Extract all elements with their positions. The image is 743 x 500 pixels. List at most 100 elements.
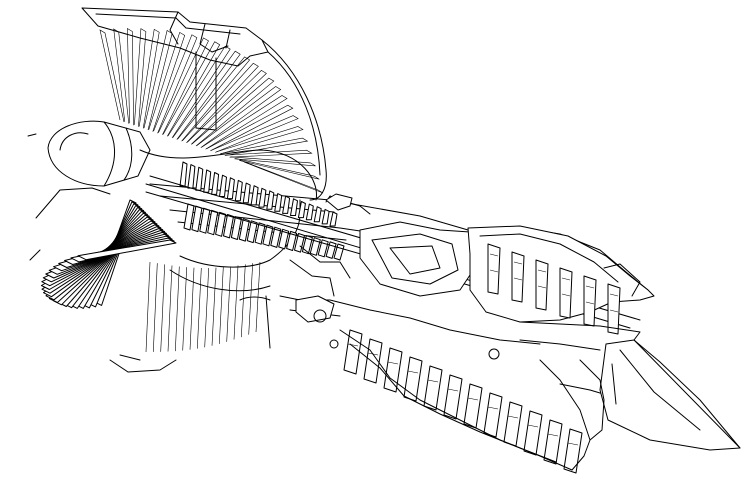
compressor-blade — [226, 177, 235, 200]
high-pressure-compressor — [179, 161, 345, 261]
exhaust-cone — [599, 339, 741, 451]
lower-turbine-stages — [343, 329, 583, 474]
turbine-detail — [489, 269, 499, 273]
compressor-blade — [294, 233, 305, 253]
compressor-blade — [211, 172, 220, 195]
turbine-detail — [609, 309, 619, 313]
compressor-blade — [301, 235, 313, 255]
compressor-blade — [278, 228, 290, 250]
outlet-vane — [211, 267, 217, 346]
fan-blade — [167, 45, 231, 139]
fan-blade — [220, 137, 309, 156]
fan-blade — [177, 56, 251, 142]
compressor-blade — [270, 226, 282, 248]
compressor-blade — [215, 211, 227, 237]
lower-stage-detail — [527, 424, 539, 428]
lower-stage-detail — [387, 361, 399, 365]
fan-blade — [153, 34, 198, 134]
fan-blade — [239, 159, 324, 194]
compressor-blade — [187, 164, 196, 189]
turbine-detail — [537, 285, 547, 289]
spinner — [27, 120, 151, 187]
compressor-blade — [297, 201, 306, 219]
fan-blade — [182, 62, 259, 144]
fan-lower-outline — [29, 187, 177, 373]
low-pressure-turbine — [487, 243, 621, 335]
outlet-vane — [233, 265, 239, 340]
lower-core — [279, 295, 541, 360]
fan-blade — [138, 28, 160, 129]
outlet-vane — [219, 267, 224, 344]
fan-blade — [206, 104, 294, 152]
compressor-blade — [290, 198, 298, 216]
outlet-vane — [153, 263, 158, 352]
turbine-detail — [489, 253, 499, 257]
lower-stage-detail — [447, 388, 459, 392]
compressor-blade — [258, 187, 267, 208]
compressor-blade — [266, 190, 275, 210]
outlet-vane — [175, 266, 180, 352]
lower-stage-blade — [483, 392, 503, 438]
turbine-stage — [535, 259, 549, 311]
turbine-stage — [487, 243, 501, 295]
outlet-vane — [160, 264, 165, 352]
fan-blade — [172, 50, 241, 140]
compressor-blade — [223, 214, 234, 239]
lower-stage-detail — [407, 370, 419, 374]
fan-blades-lower — [40, 199, 177, 309]
fan-blade — [196, 86, 282, 148]
turbine-stage — [607, 283, 621, 335]
outlet-vane — [167, 265, 173, 352]
outlet-vane — [226, 266, 231, 342]
fan-blade — [143, 30, 173, 131]
fan-blade — [215, 126, 304, 155]
compressor-blade — [230, 216, 242, 240]
compressor-blade — [262, 224, 274, 247]
lower-stage-detail — [427, 379, 439, 383]
lower-stage-blade — [443, 374, 463, 420]
bypass-duct — [139, 149, 317, 349]
fan-blade — [201, 95, 288, 150]
outlet-vane — [248, 263, 253, 335]
outlet-vane — [255, 261, 261, 333]
fan-blade — [158, 37, 209, 135]
lower-stage-detail — [567, 442, 579, 446]
lower-stage-blade — [543, 419, 563, 465]
turbine-stage — [583, 275, 597, 327]
turbine-detail — [513, 277, 523, 281]
fan-blade — [230, 156, 316, 167]
compressor-blade — [234, 179, 243, 202]
turbine-detail — [513, 261, 523, 265]
outlet-vane — [145, 261, 151, 353]
fan-blade — [186, 70, 267, 145]
lower-stage-blade — [503, 401, 523, 447]
outlet-vane — [189, 267, 195, 350]
outlet-vane — [241, 264, 246, 338]
compressor-blade — [179, 161, 188, 187]
nacelle-upper — [81, 7, 269, 131]
fan-blade — [113, 28, 130, 124]
lower-stage-detail — [487, 406, 499, 410]
compressor-blade — [274, 193, 283, 212]
fan-blade — [211, 115, 299, 153]
lower-stage-blade — [343, 329, 363, 375]
lower-stage-detail — [467, 397, 479, 401]
lower-stage-blade — [403, 356, 423, 402]
compressor-blade — [238, 218, 250, 242]
compressor-blade — [254, 222, 266, 245]
fan-blade — [134, 28, 147, 127]
compressor-blade — [313, 206, 322, 223]
lower-stage-detail — [507, 415, 519, 419]
turbine-detail — [561, 277, 571, 281]
fan-blade — [99, 29, 125, 123]
compressor-blade — [321, 208, 330, 225]
combustor-section — [289, 221, 481, 297]
outlet-vane — [182, 267, 187, 351]
fan-blade — [191, 77, 275, 147]
lower-stage-blade — [563, 428, 583, 474]
lower-stage-blade — [523, 410, 543, 456]
fan-blades-upper — [99, 27, 324, 194]
outlet-vane — [204, 267, 209, 348]
